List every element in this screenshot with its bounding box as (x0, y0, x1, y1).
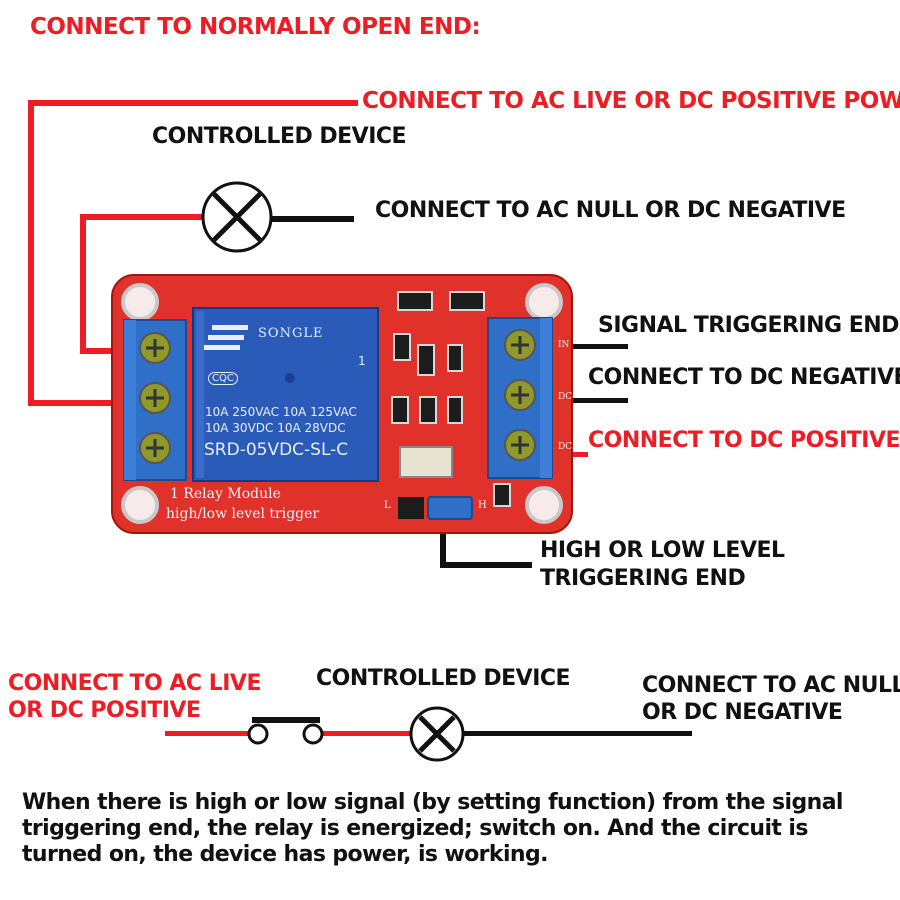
pin-dcp-label: DC+ (558, 442, 580, 452)
label-controlled-device-top: CONTROLLED DEVICE (152, 124, 407, 149)
wire-dc-neg (560, 398, 628, 403)
wire-null (272, 216, 354, 222)
relay-rating-2: 10A 30VDC 10A 28VDC (205, 421, 346, 435)
wire-level-right (440, 562, 532, 568)
wire-device-left (80, 214, 202, 220)
relay-cert: CQC (208, 372, 238, 385)
wire-bottom-mid (322, 731, 412, 736)
wire-bottom-right (462, 731, 692, 736)
label-bottom-device: CONTROLLED DEVICE (316, 666, 571, 691)
label-level-2: TRIGGERING END (540, 566, 746, 591)
label-bottom-right-2: OR DC NEGATIVE (642, 700, 843, 725)
jumper-h-label: H (478, 500, 487, 511)
label-ac-live-power: CONNECT TO AC LIVE OR DC POSITIVE POWER (362, 88, 900, 114)
wire-bottom-left (165, 731, 250, 736)
wire-live-top (28, 100, 358, 106)
label-level-1: HIGH OR LOW LEVEL (540, 538, 785, 563)
relay-rating-1: 10A 250VAC 10A 125VAC (205, 405, 357, 419)
wire-device-to-no (80, 348, 128, 354)
label-bottom-right-1: CONNECT TO AC NULL (642, 673, 900, 698)
diagram-title: CONNECT TO NORMALLY OPEN END: (30, 14, 481, 40)
label-ac-null: CONNECT TO AC NULL OR DC NEGATIVE (375, 198, 846, 223)
relay-brand: SONGLE (258, 326, 324, 341)
wire-live-left (28, 100, 34, 406)
wire-dc-pos (560, 452, 588, 457)
relay-number: 1 (358, 354, 366, 368)
label-signal-triggering: SIGNAL TRIGGERING END (598, 313, 899, 338)
description-text: When there is high or low signal (by set… (22, 790, 843, 867)
wire-level-down (440, 522, 446, 568)
module-silk-2: high/low level trigger (166, 506, 320, 522)
jumper-l-label: L (384, 500, 391, 511)
wire-live-to-com (28, 400, 128, 406)
pin-in-label: IN (558, 340, 570, 350)
label-bottom-left-1: CONNECT TO AC LIVE (8, 671, 261, 696)
wire-signal (560, 344, 628, 349)
label-dc-negative: CONNECT TO DC NEGATIVE (588, 365, 900, 390)
pin-dcm-label: DC- (558, 392, 576, 402)
module-silk-1: 1 Relay Module (170, 486, 281, 502)
label-dc-positive: CONNECT TO DC POSITIVE (588, 428, 900, 453)
relay-model: SRD-05VDC-SL-C (204, 440, 349, 460)
wire-device-down (80, 214, 86, 354)
label-bottom-left-2: OR DC POSITIVE (8, 698, 201, 723)
